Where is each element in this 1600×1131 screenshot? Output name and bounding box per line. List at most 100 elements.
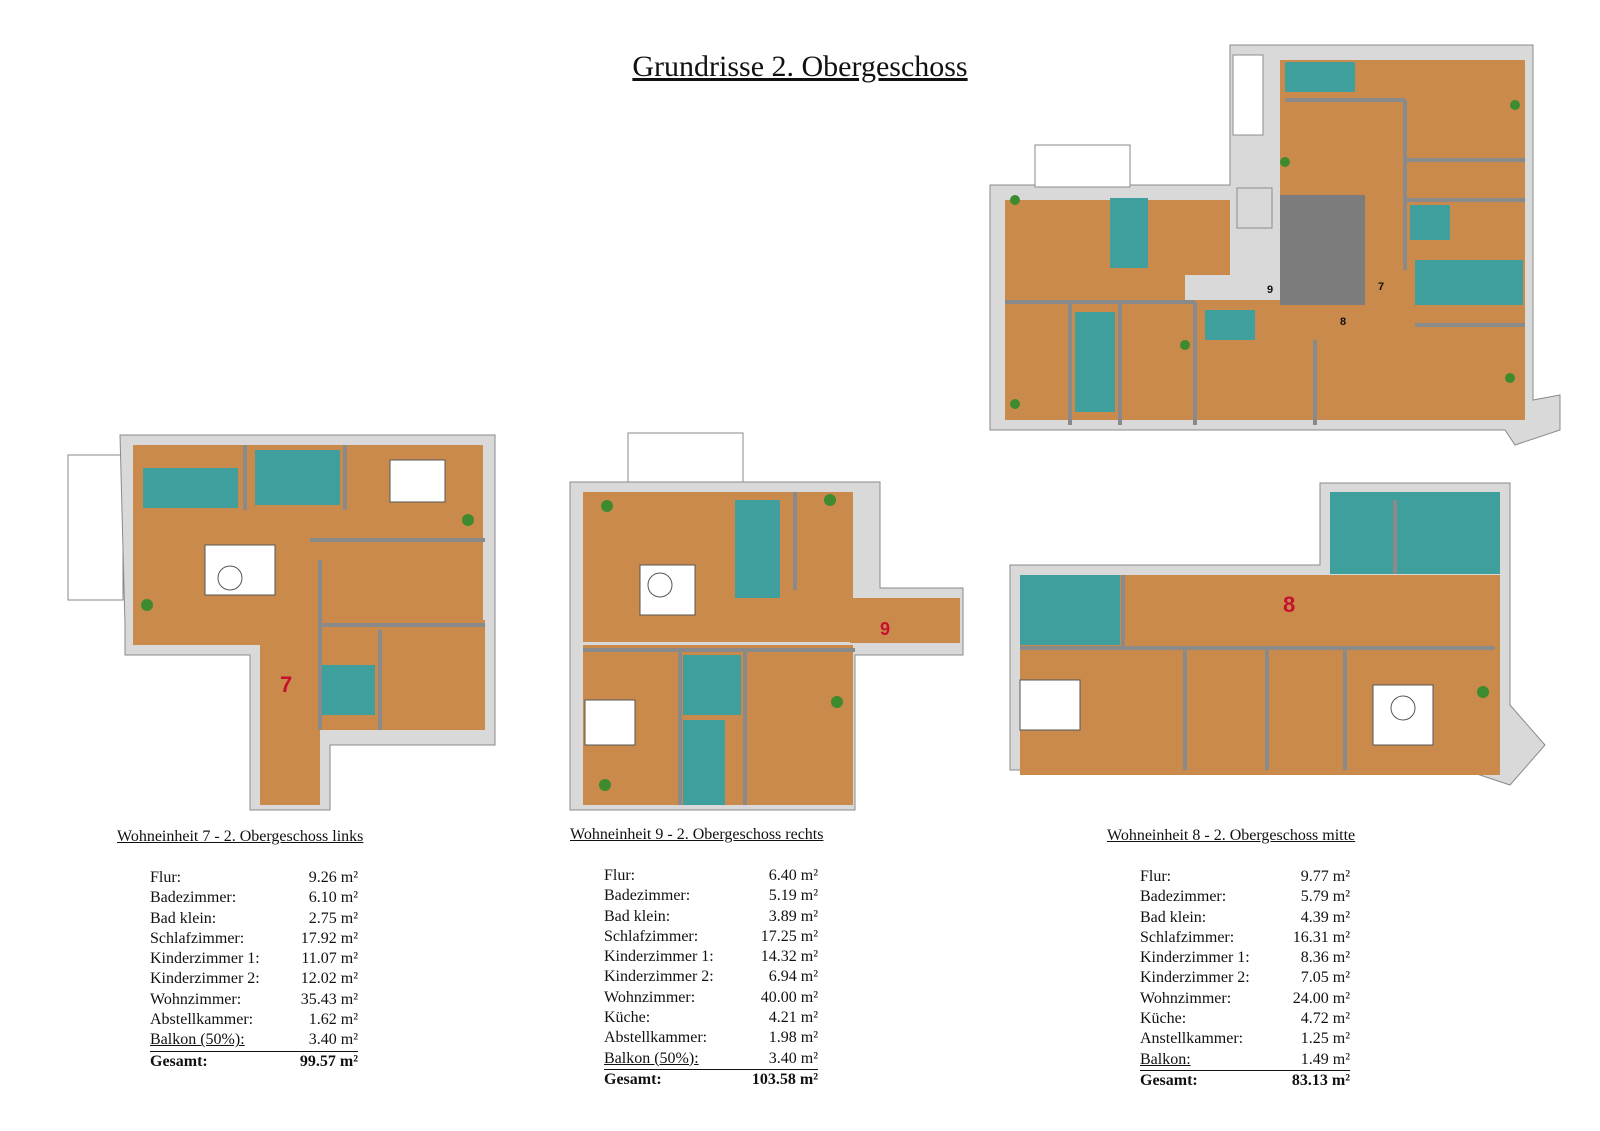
area-value: 16.31 m² bbox=[1292, 928, 1350, 946]
overview-stair-label-9: 9 bbox=[1267, 284, 1273, 296]
area-label: Balkon (50%): bbox=[150, 1031, 245, 1049]
area-row: Balkon (50%): 3.40 m² bbox=[150, 1030, 358, 1052]
unit-7-number: 7 bbox=[280, 672, 292, 697]
area-value: 1.25 m² bbox=[1300, 1030, 1350, 1048]
area-value: 4.72 m² bbox=[1300, 1010, 1350, 1028]
overview-balcony-right bbox=[1232, 54, 1264, 136]
area-label: Flur: bbox=[1140, 868, 1172, 885]
unit-9-bathroom-tiles bbox=[683, 655, 741, 715]
unit-8-floor-plan: 8 bbox=[1009, 482, 1546, 786]
area-label: Schlafzimmer: bbox=[604, 927, 699, 945]
area-value: 1.98 m² bbox=[768, 1029, 818, 1047]
area-row: Badezimmer:5.79 m² bbox=[1140, 887, 1350, 907]
unit-7-area-table: Flur: 9.26 m² Badezimmer: 6.10 m² Bad klei… bbox=[150, 868, 358, 1072]
plant-icon bbox=[831, 696, 843, 708]
area-row: Kinderzimmer 2:7.05 m² bbox=[1140, 968, 1350, 988]
area-value: 6.94 m² bbox=[768, 968, 818, 986]
overview-plant-icon bbox=[1180, 340, 1190, 350]
area-row: Schlafzimmer: 17.92 m² bbox=[150, 929, 358, 949]
area-value: 2.75 m² bbox=[308, 909, 358, 927]
overview-stairwell bbox=[1280, 195, 1365, 305]
area-row: Bad klein:3.89 m² bbox=[604, 907, 818, 927]
area-label: Bad klein: bbox=[604, 907, 671, 925]
unit-8-number: 8 bbox=[1283, 592, 1295, 617]
area-row: Küche: 4.72 m² bbox=[1140, 1009, 1350, 1029]
area-value: 9.26 m² bbox=[308, 869, 358, 886]
area-label: Badezimmer: bbox=[604, 887, 691, 905]
unit-9-kitchen-tiles bbox=[735, 500, 780, 598]
area-value: 3.40 m² bbox=[768, 1049, 818, 1067]
area-label: Flur: bbox=[150, 869, 182, 886]
area-row: Kinderzimmer 2:12.02 m² bbox=[150, 969, 358, 989]
area-value: 14.32 m² bbox=[760, 948, 818, 966]
area-total-row: Gesamt: 83.13 m² bbox=[1140, 1071, 1350, 1091]
area-value: 1.49 m² bbox=[1300, 1050, 1350, 1068]
area-label: Schlafzimmer: bbox=[1140, 928, 1235, 946]
area-row: Abstellkammer:1.62 m² bbox=[150, 1010, 358, 1030]
area-row: Badezimmer: 6.10 m² bbox=[150, 888, 358, 908]
unit-8-bathroom-tiles bbox=[1020, 575, 1120, 645]
area-label: Kinderzimmer 1: bbox=[604, 948, 714, 966]
area-row: Bad klein:4.39 m² bbox=[1140, 908, 1350, 928]
area-label: Küche: bbox=[604, 1009, 651, 1027]
overview-floor-plan: 9 7 8 bbox=[989, 44, 1561, 446]
area-label: Bad klein: bbox=[150, 909, 217, 927]
area-label: Flur: bbox=[604, 867, 636, 884]
unit-7-heading: Wohneinheit 7 - 2. Obergeschoss links bbox=[117, 828, 364, 845]
area-row: Kinderzimmer 1: 14.32 m² bbox=[604, 947, 818, 967]
unit-9-number: 9 bbox=[880, 619, 890, 639]
area-value: 99.57 m² bbox=[299, 1052, 358, 1070]
plant-icon bbox=[824, 494, 836, 506]
area-value: 8.36 m² bbox=[1300, 949, 1350, 967]
unit-9-balcony bbox=[627, 432, 744, 486]
area-value: 12.02 m² bbox=[300, 970, 358, 988]
area-row: Badezimmer:5.19 m² bbox=[604, 886, 818, 906]
area-label: Schlafzimmer: bbox=[150, 929, 245, 947]
overview-plant-icon bbox=[1510, 100, 1520, 110]
unit-9-small-bath-tiles bbox=[683, 720, 725, 805]
area-row: Kinderzimmer 1: 8.36 m² bbox=[1140, 948, 1350, 968]
area-row: Küche: 4.21 m² bbox=[604, 1008, 818, 1028]
area-label: Küche: bbox=[1140, 1010, 1187, 1028]
plant-icon bbox=[601, 500, 613, 512]
unit-9-area-table: Flur:6.40 m² Badezimmer:5.19 m² Bad klei… bbox=[604, 866, 818, 1090]
area-row: Bad klein: 2.75 m² bbox=[150, 909, 358, 929]
plant-icon bbox=[141, 599, 153, 611]
unit-8-kitchen-tiles bbox=[1330, 492, 1500, 574]
area-label: Bad klein: bbox=[1140, 908, 1207, 926]
plant-icon bbox=[462, 514, 474, 526]
area-label: Balkon: bbox=[1140, 1050, 1191, 1068]
area-value: 24.00 m² bbox=[1292, 989, 1350, 1007]
area-label: Kinderzimmer 1: bbox=[150, 950, 260, 968]
area-label: Kinderzimmer 1: bbox=[1140, 949, 1250, 967]
area-value: 3.40 m² bbox=[308, 1031, 358, 1049]
area-value: 4.21 m² bbox=[768, 1009, 818, 1027]
overview-plant-icon bbox=[1010, 399, 1020, 409]
overview-plant-icon bbox=[1010, 195, 1020, 205]
plant-icon bbox=[1477, 686, 1489, 698]
unit-7-kitchen-tiles bbox=[143, 468, 238, 508]
area-row: Abstellkammer:1.98 m² bbox=[604, 1028, 818, 1048]
overview-stair-label-8: 8 bbox=[1340, 316, 1346, 328]
area-label: Abstellkammer: bbox=[150, 1011, 254, 1029]
unit-8-heading: Wohneinheit 8 - 2. Obergeschoss mitte bbox=[1107, 827, 1356, 844]
area-value: 11.07 m² bbox=[301, 950, 358, 968]
page-title: Grundrisse 2. Obergeschoss bbox=[632, 50, 968, 83]
plant-icon bbox=[599, 779, 611, 791]
area-value: 9.77 m² bbox=[1300, 868, 1350, 885]
unit-7-balcony bbox=[67, 454, 124, 601]
area-row: Anstellkammer:1.25 m² bbox=[1140, 1029, 1350, 1049]
area-value: 35.43 m² bbox=[300, 990, 358, 1008]
area-label: Gesamt: bbox=[1140, 1071, 1198, 1089]
unit-7-bathroom-tiles bbox=[255, 450, 340, 505]
area-value: 6.10 m² bbox=[308, 889, 358, 907]
area-label: Gesamt: bbox=[604, 1070, 662, 1088]
area-label: Kinderzimmer 2: bbox=[604, 968, 714, 986]
area-value: 17.92 m² bbox=[300, 929, 358, 947]
area-label: Badezimmer: bbox=[150, 889, 237, 907]
area-value: 83.13 m² bbox=[1291, 1071, 1350, 1089]
area-row: Kinderzimmer 2: 6.94 m² bbox=[604, 967, 818, 987]
area-row: Wohnzimmer:35.43 m² bbox=[150, 990, 358, 1010]
unit-7-small-bath-tiles bbox=[320, 665, 375, 715]
overview-balcony-left bbox=[1034, 144, 1131, 188]
